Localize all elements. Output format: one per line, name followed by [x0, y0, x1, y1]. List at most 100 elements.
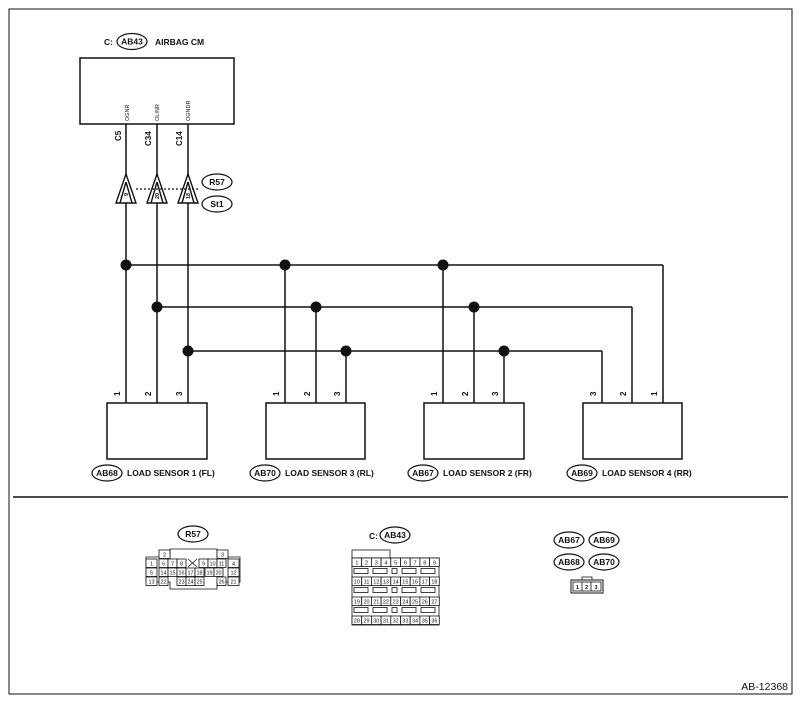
sensor-fr: 1 2 3 AB67 LOAD SENSOR 2 (FR) — [407, 391, 532, 482]
r57-pin-22: 22 — [160, 579, 166, 585]
ab43-pin-33: 33 — [402, 618, 408, 624]
r57-pin-2-cell — [158, 549, 171, 559]
cm-pin-c5: C5 — [114, 130, 123, 141]
cm-pin-c14: C14 — [175, 131, 184, 146]
cm-connector-oval — [116, 32, 148, 51]
ab43-pin-35: 35 — [422, 618, 428, 624]
splice-points — [120, 259, 510, 357]
ab43-latch-slot — [401, 607, 417, 613]
r57-pin-4-cell — [227, 558, 240, 568]
r57-pin-8: 8 — [180, 561, 183, 567]
r57-pin-11: 11 — [219, 561, 225, 567]
sensor-view-pin-1: 1 — [576, 585, 579, 591]
sensor-view-ab68: AB68 — [558, 557, 580, 567]
sensor-rl-pin-3: 3 — [333, 391, 342, 396]
r57-pin-1-cell — [145, 558, 158, 568]
cm-connector-label: AB43 — [121, 37, 143, 47]
r57-pin-2: 2 — [163, 552, 166, 558]
ab43-pin-3: 3 — [375, 560, 378, 566]
ab43-latch-slot — [420, 568, 436, 574]
sensor-fr-pin-2: 2 — [461, 391, 470, 396]
sensor-fl-pin-2: 2 — [144, 391, 153, 396]
r57-pin-6: 6 — [162, 561, 165, 567]
ab43-key — [351, 549, 391, 559]
ab43-pin-19: 19 — [354, 599, 360, 605]
sensor-rr-pin-1: 1 — [650, 391, 659, 396]
cm-name: AIRBAG CM — [155, 37, 204, 47]
r57-pin-10: 10 — [209, 561, 215, 567]
ab43-view-label: AB43 — [384, 530, 406, 540]
cm-pin-c34: C34 — [144, 131, 153, 146]
ab43-pin-18: 18 — [431, 579, 437, 585]
ab43-latch-slot — [391, 568, 398, 574]
r57-pin-25-cell — [194, 576, 205, 586]
junction-label-r57: R57 — [209, 177, 225, 187]
ab43-latch-slot — [420, 607, 436, 613]
r57-pin-21-cell — [227, 576, 240, 586]
ab43-latch-slot — [401, 568, 417, 574]
diagram-frame — [8, 8, 793, 695]
r57-pin-19: 19 — [206, 570, 212, 576]
r57-pin-25: 25 — [196, 579, 202, 585]
figure-id: AB-12368 — [741, 681, 788, 693]
ab43-latch-slot — [401, 587, 417, 593]
ab43-view-prefix: C: — [369, 531, 378, 541]
ab43-pin-8: 8 — [423, 560, 426, 566]
r57-pin-13-cell — [145, 576, 158, 586]
sensor-rl-pin-2: 2 — [303, 391, 312, 396]
r57-pin-26-cell — [216, 576, 227, 586]
cm-terminal-olinr: OLINR — [155, 104, 161, 121]
cm-terminal-ogndr: OGNDR — [186, 101, 192, 122]
sensor-fr-name: LOAD SENSOR 2 (FR) — [443, 468, 532, 478]
ab43-pin-18-cell — [429, 576, 440, 586]
airbag-cm: C: AB43 AIRBAG CM OGNR OLINR OGNDR C5 C3… — [79, 32, 235, 146]
ab43-latch-slot — [372, 607, 388, 613]
ab43-pin-36-cell — [429, 615, 440, 625]
ab43-pin-25: 25 — [412, 599, 418, 605]
r57-pin-4: 4 — [232, 561, 235, 567]
ab43-pin-7: 7 — [414, 560, 417, 566]
junction-pin-9: 9 — [124, 193, 130, 196]
ab43-pin-23: 23 — [393, 599, 399, 605]
sensor-rr-pin-3: 3 — [589, 391, 598, 396]
r57-pin-12: 12 — [230, 570, 236, 576]
r57-pin-11-cell — [216, 558, 227, 568]
ab43-latch-slot — [420, 587, 436, 593]
sensor-view-ab70: AB70 — [593, 557, 615, 567]
ab43-latch-slot — [372, 568, 388, 574]
r57-pin-3: 3 — [221, 552, 224, 558]
r57-pin-18-cell — [194, 567, 205, 577]
junction-pin-18: 18 — [186, 193, 192, 199]
ab43-pin-13: 13 — [383, 579, 389, 585]
ab43-pin-5: 5 — [394, 560, 397, 566]
ab43-latch-slot — [353, 587, 369, 593]
sensor-fl-pin-3: 3 — [175, 391, 184, 396]
r57-pin-9: 9 — [202, 561, 205, 567]
sensor-rl-pin-1: 1 — [272, 391, 281, 396]
cm-connector-prefix: C: — [104, 37, 113, 47]
r57-view-label: R57 — [185, 529, 201, 539]
ab43-pin-2: 2 — [365, 560, 368, 566]
r57-pin-23: 23 — [178, 579, 184, 585]
ab43-pin-10: 10 — [354, 579, 360, 585]
ab43-pin-26: 26 — [422, 599, 428, 605]
ab43-latch-slot — [391, 607, 398, 613]
ab43-pin-24: 24 — [402, 599, 408, 605]
ab43-pin-4: 4 — [384, 560, 387, 566]
r57-pin-14: 14 — [160, 570, 166, 576]
ab43-pin-1: 1 — [355, 560, 358, 566]
ab43-pin-30: 30 — [373, 618, 379, 624]
r57-pin-16: 16 — [178, 570, 184, 576]
sensor-fr-pin-1: 1 — [430, 391, 439, 396]
r57-pin-5-cell — [145, 567, 158, 577]
ab43-pin-20: 20 — [363, 599, 369, 605]
r57-pin-21: 21 — [230, 579, 236, 585]
connector-view-sensors: AB67 AB69 AB68 AB70 1 2 3 — [553, 531, 620, 594]
sensor-rr: 3 2 1 AB69 LOAD SENSOR 4 (RR) — [566, 391, 692, 482]
sensor-fl-connector: AB68 — [96, 468, 118, 478]
junction-label-st1: St1 — [210, 199, 224, 209]
sensor-view-ab69: AB69 — [593, 535, 615, 545]
